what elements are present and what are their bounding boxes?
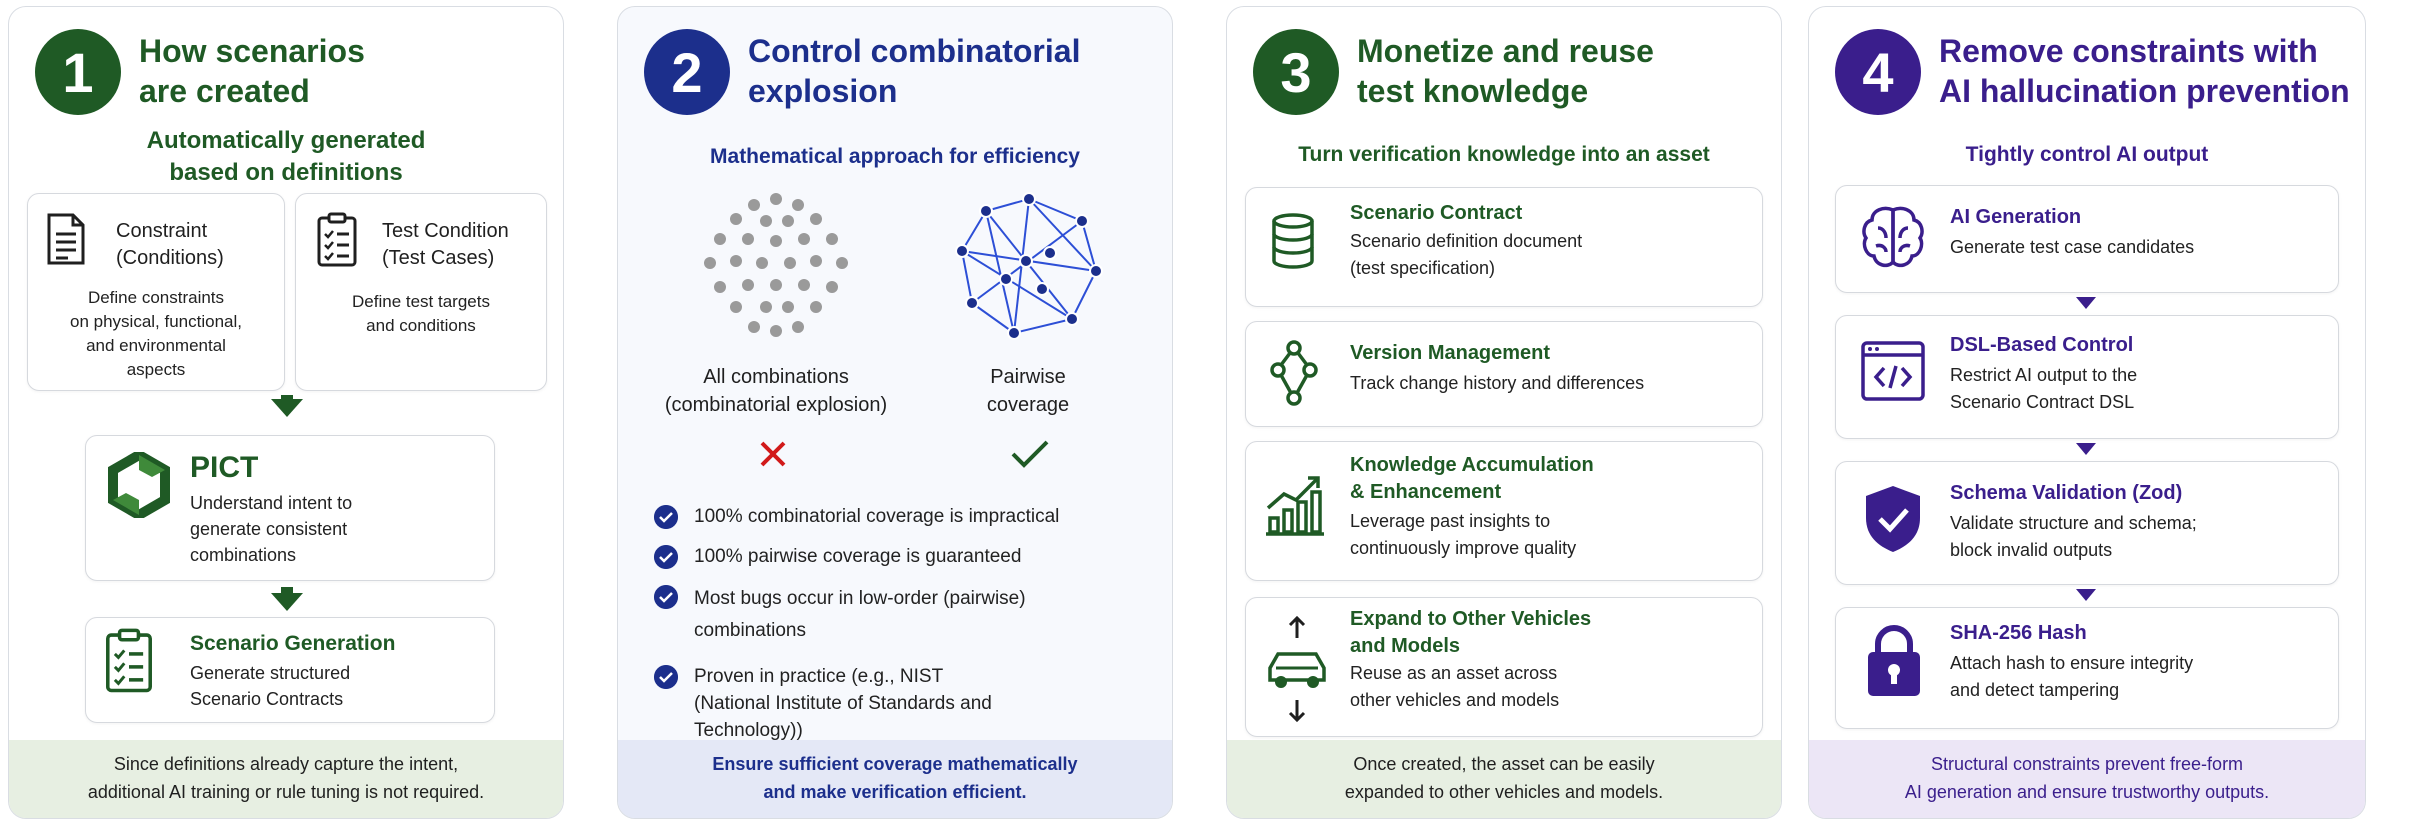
down-arrow-icon: [2076, 297, 2096, 309]
growth-chart-icon: [1266, 476, 1324, 536]
panel-subtitle: Turn verification knowledge into an asse…: [1298, 143, 1710, 166]
card-title: Scenario Contract: [1350, 202, 1523, 224]
panel-footer: Ensure sufficient coverage mathematicall…: [618, 740, 1172, 818]
constraint-description: Define constraints on physical, function…: [70, 288, 242, 379]
scenario-generation-description: Generate structured Scenario Contracts: [190, 663, 351, 709]
pairwise-coverage-label: Pairwise coverage: [986, 366, 1070, 416]
check-circle-icon: [654, 585, 678, 609]
checklist-icon: [317, 212, 357, 267]
schema-validation-card: Schema Validation (Zod) Validate structu…: [1835, 461, 2339, 585]
constraint-title: Constraint (Conditions): [116, 220, 224, 269]
brain-icon: [1862, 206, 1924, 268]
card-title: Knowledge Accumulation & Enhancement: [1350, 454, 1594, 503]
step-number-badge: 3: [1253, 29, 1339, 115]
pict-card: PICT Understand intent to generate consi…: [85, 435, 495, 581]
down-arrow-icon: [271, 593, 303, 611]
card-title: Expand to Other Vehicles and Models: [1350, 608, 1592, 657]
shield-check-icon: [1866, 486, 1920, 552]
panel-scenario-creation: 1 How scenarios are created Automaticall…: [8, 6, 564, 819]
card-description: Restrict AI output to the Scenario Contr…: [1950, 365, 2138, 412]
panel-hallucination-prevention: 4 Remove constraints with AI hallucinati…: [1808, 6, 2366, 819]
pict-title: PICT: [190, 451, 259, 484]
card-description: Reuse as an asset across other vehicles …: [1350, 663, 1560, 710]
check-circle-icon: [654, 545, 678, 569]
lock-icon: [1868, 625, 1920, 696]
panel-title: Monetize and reuse test knowledge: [1357, 33, 1654, 109]
down-arrow-icon: [2076, 443, 2096, 455]
panel-subtitle: Tightly control AI output: [1965, 143, 2209, 166]
panel-footer: Once created, the asset can be easily ex…: [1227, 740, 1781, 818]
panel-title: Remove constraints with AI hallucination…: [1939, 33, 2350, 109]
code-window-icon: [1861, 341, 1925, 401]
document-icon: [47, 213, 85, 265]
scenario-generation-card: Scenario Generation Generate structured …: [85, 617, 495, 723]
down-arrow-icon: [2076, 589, 2096, 601]
database-icon: [1272, 213, 1314, 269]
down-arrow-icon: [271, 399, 303, 417]
card-title: Version Management: [1350, 342, 1551, 364]
expand-vehicles-card: Expand to Other Vehicles and Models Reus…: [1245, 597, 1763, 737]
scenario-contract-card: Scenario Contract Scenario definition do…: [1245, 187, 1763, 307]
card-title: AI Generation: [1950, 206, 2082, 228]
version-management-card: Version Management Track change history …: [1245, 321, 1763, 427]
step-number-badge: 4: [1835, 29, 1921, 115]
panel-title: How scenarios are created: [139, 33, 365, 109]
branch-icon: [1270, 340, 1318, 406]
panel-test-knowledge: 3 Monetize and reuse test knowledge Turn…: [1226, 6, 1782, 819]
panel-footer: Since definitions already capture the in…: [9, 740, 563, 818]
test-condition-title: Test Condition (Test Cases): [382, 220, 509, 269]
step-number-badge: 1: [35, 29, 121, 115]
panel-footer: Structural constraints prevent free-form…: [1809, 740, 2365, 818]
ai-generation-card: AI Generation Generate test case candida…: [1835, 185, 2339, 293]
panel-subtitle: Mathematical approach for efficiency: [710, 145, 1080, 168]
car-icon: [1268, 615, 1326, 723]
cross-mark-icon: [760, 441, 786, 467]
check-mark-icon: [1011, 440, 1049, 468]
card-title: Schema Validation (Zod): [1950, 482, 2183, 504]
check-circle-icon: [654, 505, 678, 529]
pairwise-network-icon: [955, 192, 1103, 340]
test-condition-description: Define test targets and conditions: [352, 292, 490, 335]
all-combinations-label: All combinations (combinatorial explosio…: [664, 366, 888, 416]
checklist-icon: [106, 628, 152, 693]
dsl-control-card: DSL-Based Control Restrict AI output to …: [1835, 315, 2339, 439]
scattered-dots-icon: [704, 193, 848, 337]
card-title: DSL-Based Control: [1950, 334, 2134, 356]
panel-title: Control combinatorial explosion: [748, 33, 1081, 109]
panel-subtitle: Automatically generated based on definit…: [146, 127, 426, 186]
sha256-hash-card: SHA-256 Hash Attach hash to ensure integ…: [1835, 607, 2339, 729]
card-title: SHA-256 Hash: [1950, 622, 2087, 644]
knowledge-accumulation-card: Knowledge Accumulation & Enhancement Lev…: [1245, 441, 1763, 581]
scenario-generation-title: Scenario Generation: [190, 632, 396, 655]
pict-description: Understand intent to generate consistent…: [190, 493, 353, 565]
check-circle-icon: [654, 665, 678, 689]
card-description: Generate test case candidates: [1950, 237, 2195, 257]
card-description: Leverage past insights to continuously i…: [1350, 511, 1577, 558]
panel-combinatorial-explosion: 2 Control combinatorial explosion Mathem…: [617, 6, 1173, 819]
test-condition-card: Test Condition (Test Cases) Define test …: [295, 193, 547, 391]
constraint-card: Constraint (Conditions) Define constrain…: [27, 193, 285, 391]
step-number-badge: 2: [644, 29, 730, 115]
card-description: Scenario definition document (test speci…: [1350, 231, 1583, 278]
card-description: Validate structure and schema; block inv…: [1950, 513, 2197, 560]
card-description: Attach hash to ensure integrity and dete…: [1950, 653, 2194, 700]
pict-logo-icon: [108, 452, 170, 518]
card-description: Track change history and differences: [1350, 373, 1645, 393]
